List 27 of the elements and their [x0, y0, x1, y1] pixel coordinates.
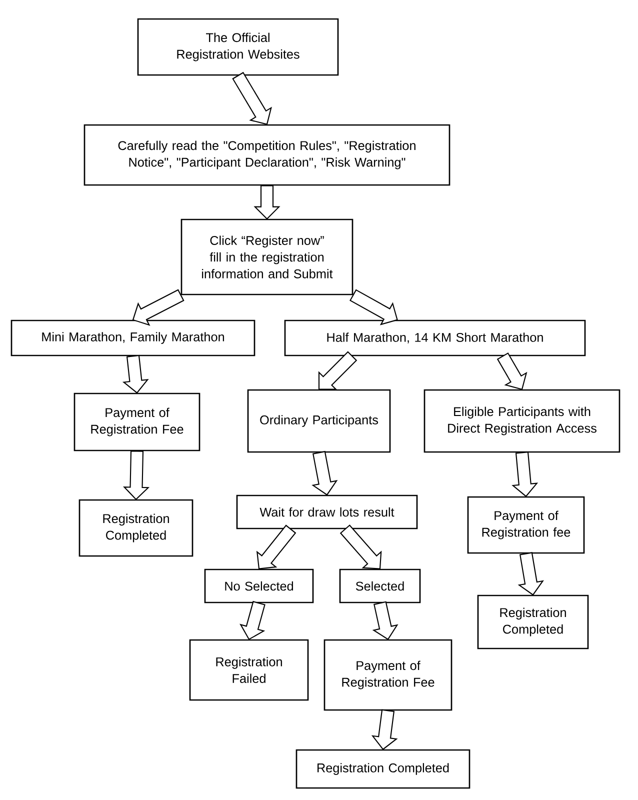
process-box: Click “Register now” fill in the registration information and Submit	[180, 218, 354, 296]
block-arrow	[122, 354, 149, 394]
block-arrow	[254, 185, 280, 220]
process-box: Half Marathon, 14 KM Short Marathon	[284, 320, 586, 356]
process-box: The Official Registration Websites	[137, 18, 339, 76]
process-box: Payment of Registration fee	[467, 496, 585, 554]
process-box: Selected	[339, 568, 421, 604]
block-arrow	[122, 450, 150, 500]
block-arrow	[512, 452, 538, 498]
process-box: Wait for draw lots result	[236, 494, 418, 530]
process-box: No Selected	[204, 568, 314, 604]
process-box: Ordinary Participants	[247, 389, 391, 453]
process-box: Registration Completed	[78, 499, 194, 557]
process-box: Eligible Participants with Direct Registration Access	[424, 389, 620, 453]
block-arrow	[132, 289, 184, 326]
block-arrow	[371, 709, 398, 750]
process-box: Registration Failed	[189, 639, 309, 701]
process-box: Registration Completed	[477, 594, 589, 650]
process-box: Payment of Registration Fee	[324, 639, 452, 711]
process-box: Mini Marathon, Family Marathon	[10, 320, 256, 356]
block-arrow	[350, 289, 398, 326]
block-arrow	[240, 600, 266, 640]
process-box: Registration Completed	[296, 749, 470, 789]
block-arrow	[372, 601, 398, 640]
block-arrow	[518, 552, 544, 596]
process-box: Payment of Registration Fee	[74, 392, 200, 452]
process-box: Carefully read the "Competition Rules", "Registration Notice", "Participant Declaration", "Risk Warning"	[84, 124, 450, 186]
